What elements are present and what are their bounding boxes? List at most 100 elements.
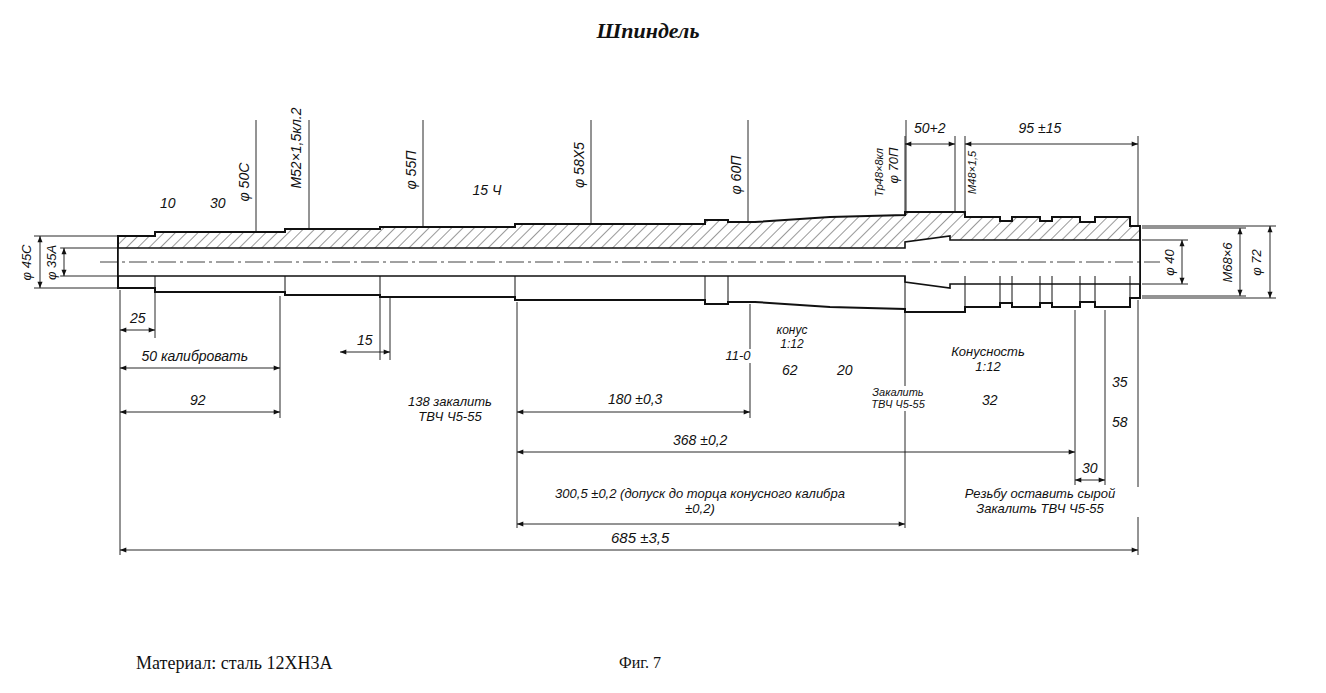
- dimension-line: [965, 144, 1138, 145]
- dimension-label: φ 70П: [887, 146, 902, 184]
- dimension-line: [120, 368, 280, 369]
- dimension-label: М52×1,5кл.2: [288, 107, 304, 190]
- dimension-line: [120, 550, 1138, 551]
- dimension-lines: [34, 120, 1276, 555]
- drawing-title: Шпиндель: [596, 18, 701, 43]
- extension-line: [34, 236, 118, 237]
- dimension-label: 25: [129, 310, 147, 326]
- leader-line: [309, 120, 310, 229]
- dimension-label: 30: [209, 195, 227, 211]
- dimension-label: М68×6: [1221, 241, 1236, 283]
- dimension-label: 95 ±15: [1018, 120, 1063, 136]
- step-edge: [705, 276, 706, 304]
- extension-line: [155, 290, 156, 338]
- dimension-label: 11-0: [725, 349, 752, 364]
- extension-line: [905, 136, 906, 212]
- dimension-label: 32: [981, 392, 999, 408]
- dimension-label: 300,5 ±0,2 (допуск до торца конусного ка…: [544, 487, 856, 517]
- dimension-line: [517, 452, 1075, 453]
- extension-line: [1142, 226, 1276, 227]
- extension-line: [905, 312, 906, 528]
- dimension-line: [1240, 228, 1241, 296]
- dimension-line: [1182, 240, 1183, 284]
- extension-line: [1138, 136, 1139, 226]
- dimension-label: φ 45С: [20, 243, 35, 281]
- extension-line: [1105, 310, 1106, 485]
- dimension-label: конус 1:12: [768, 324, 816, 352]
- dimension-label: φ 40: [1162, 248, 1177, 277]
- step-edge: [155, 276, 156, 292]
- dimension-label: 10: [159, 195, 177, 211]
- dimension-label: Конусность 1:12: [941, 345, 1035, 375]
- step-edge: [515, 276, 516, 300]
- step-edge: [905, 276, 906, 312]
- center-line: [100, 262, 1160, 263]
- leader-line: [748, 120, 749, 222]
- step-edge: [1052, 276, 1053, 307]
- dimension-label: 58: [1111, 414, 1129, 430]
- extension-line: [34, 288, 118, 289]
- dimension-label: φ 55П: [403, 150, 419, 191]
- step-edge: [728, 276, 729, 304]
- dimension-label: 35: [1111, 374, 1129, 390]
- dimension-line: [1075, 480, 1105, 481]
- dimension-line: [120, 330, 155, 331]
- dimension-label: 368 ±0,2: [672, 432, 728, 448]
- dimension-line: [905, 144, 955, 145]
- step-edge: [965, 276, 966, 312]
- extension-line: [390, 298, 391, 360]
- shaft-body: [100, 212, 1160, 312]
- dimension-label: φ 50С: [236, 162, 252, 203]
- step-edge: [1012, 276, 1013, 307]
- extension-line: [58, 276, 118, 277]
- dimension-label: 685 ±3,5: [610, 529, 670, 546]
- dimension-line: [517, 412, 750, 413]
- dimension-label: 180 ±0,3: [607, 391, 663, 407]
- extension-line: [517, 302, 518, 528]
- dimension-label: 30: [1081, 460, 1099, 476]
- dimension-label: Тр48×8кл: [873, 146, 886, 197]
- extension-line: [380, 298, 381, 360]
- dimension-label: 92: [189, 392, 207, 408]
- step-edge: [1000, 276, 1001, 307]
- extension-line: [1142, 284, 1188, 285]
- dimension-label: 15 Ч: [472, 182, 503, 198]
- dimension-label: 50 калибровать: [141, 348, 250, 364]
- dimension-line: [120, 412, 280, 413]
- dimension-label: Резьбу оставить сырой Закалить ТВЧ Ч5-55: [937, 487, 1144, 517]
- extension-line: [1142, 296, 1246, 297]
- dimension-label: φ 72: [1249, 248, 1264, 277]
- step-edge: [1130, 276, 1131, 307]
- dimension-line: [64, 248, 65, 276]
- step-edge: [1040, 276, 1041, 307]
- extension-line: [280, 296, 281, 418]
- dimension-label: φ 35А: [45, 243, 60, 280]
- dimension-label: φ 58Х5: [571, 141, 587, 189]
- extension-line: [1142, 298, 1276, 299]
- step-edge: [1080, 276, 1081, 307]
- extension-line: [955, 136, 956, 212]
- dimension-label: 62: [781, 362, 799, 378]
- dimension-line: [40, 236, 41, 288]
- step-edge: [285, 276, 286, 295]
- dimension-label: 138 закалить ТВЧ Ч5-55: [393, 395, 507, 425]
- leader-line: [423, 120, 424, 227]
- leader-line: [591, 120, 592, 224]
- dimension-label: 20: [836, 362, 854, 378]
- leader-line: [906, 120, 907, 215]
- dimension-label: 50+2: [913, 120, 947, 136]
- figure-caption: Фиг. 7: [618, 654, 662, 672]
- dimension-label: φ 60П: [728, 155, 744, 196]
- dimension-line: [1270, 226, 1271, 298]
- extension-line: [58, 248, 118, 249]
- material-note: Материал: сталь 12ХН3А: [135, 653, 334, 674]
- dimension-line: [340, 352, 390, 353]
- dimension-label: М48×1,5: [966, 149, 979, 194]
- leader-line: [256, 120, 257, 232]
- extension-line: [1075, 310, 1076, 485]
- dimension-label: 15: [356, 332, 374, 348]
- step-edge: [380, 276, 381, 297]
- dimension-line: [517, 524, 905, 525]
